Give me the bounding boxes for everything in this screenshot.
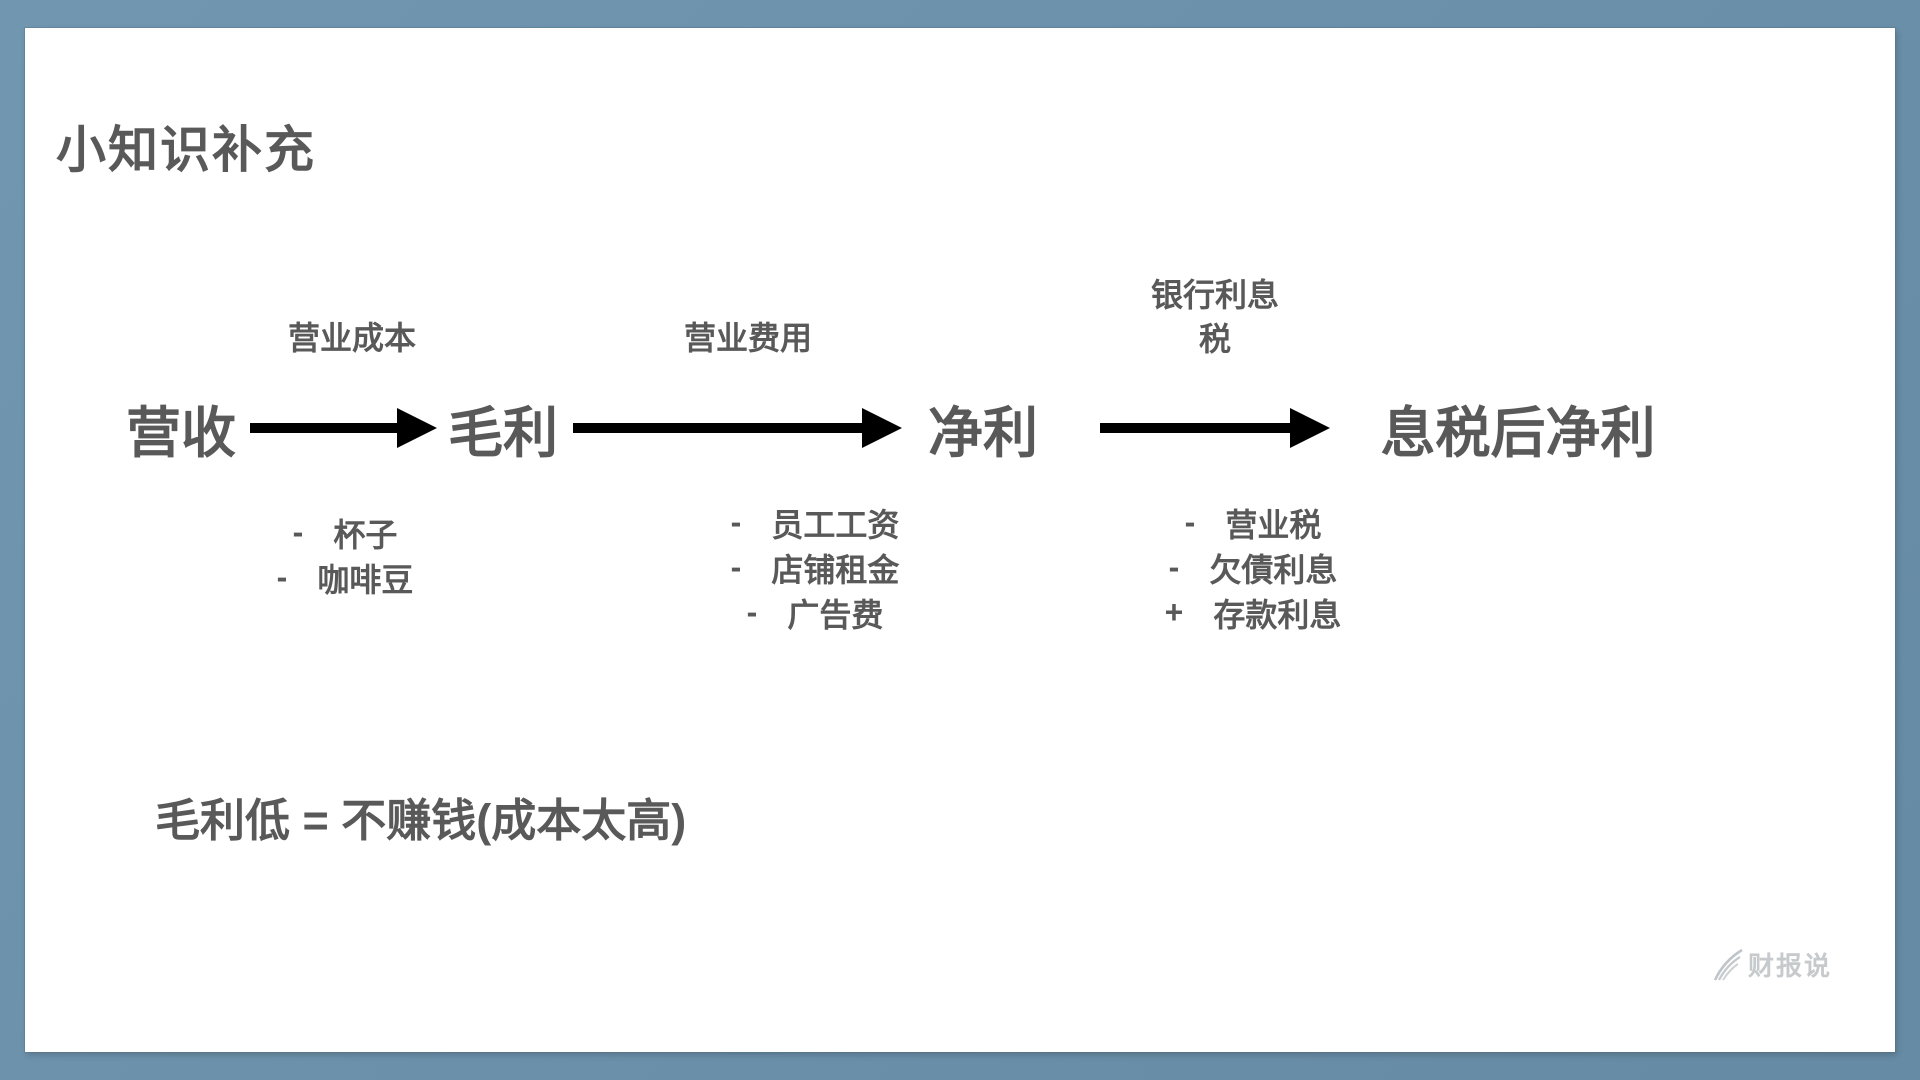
arrow-right-icon: [250, 408, 437, 448]
item-sign: +: [1164, 594, 1184, 630]
transition-label-operating-expense: 营业费用: [683, 320, 813, 356]
list-item: - 杯子: [185, 510, 505, 555]
arrow-head: [1290, 408, 1330, 448]
note-text: 毛利低 = 不赚钱(成本太高): [155, 795, 687, 846]
item-label: 咖啡豆: [317, 561, 414, 598]
arrow-shaft: [250, 423, 397, 433]
arrow-right-icon: [1100, 408, 1330, 448]
transition-label-interest-tax: 银行利息 税: [1151, 273, 1279, 361]
watermark-text: 财报说: [1747, 951, 1832, 981]
item-label: 欠債利息: [1209, 551, 1338, 588]
item-sign: -: [730, 549, 742, 585]
flow-node-net-profit: 净利: [927, 402, 1039, 464]
transition-label-line: 银行利息: [1150, 277, 1280, 313]
arrow-head: [862, 408, 902, 448]
flow-node-revenue: 营收: [125, 402, 237, 464]
item-label: 杯子: [333, 516, 398, 553]
arrow-head: [397, 408, 437, 448]
list-item: - 营业税: [1093, 500, 1413, 545]
page-title: 小知识补充: [56, 122, 316, 178]
list-item: - 咖啡豆: [185, 555, 505, 600]
item-sign: -: [1184, 504, 1196, 540]
interest-tax-item-list: - 营业税 - 欠債利息 + 存款利息: [1093, 500, 1413, 635]
slide-canvas: 小知识补充 营收 毛利 净利 息税后净利 营业成本 营业费用 银行利息 税 - …: [25, 28, 1895, 1052]
item-sign: -: [746, 594, 758, 630]
item-label: 广告费: [787, 596, 884, 633]
list-item: - 广告费: [655, 590, 975, 635]
list-item: - 店铺租金: [655, 545, 975, 590]
item-sign: -: [1168, 549, 1180, 585]
item-label: 营业税: [1225, 506, 1322, 543]
item-label: 店铺租金: [771, 551, 900, 588]
transition-label-operating-cost: 营业成本: [287, 320, 417, 356]
item-sign: -: [276, 559, 288, 595]
flow-node-after-tax-profit: 息税后净利: [1380, 402, 1656, 464]
flow-node-gross-profit: 毛利: [447, 402, 559, 464]
cost-item-list: - 杯子 - 咖啡豆: [185, 510, 505, 600]
item-label: 存款利息: [1213, 596, 1342, 633]
arrow-shaft: [1100, 423, 1290, 433]
list-item: - 欠債利息: [1093, 545, 1413, 590]
list-item: - 员工工资: [655, 500, 975, 545]
list-item: + 存款利息: [1093, 590, 1413, 635]
brand-logo-icon: [1713, 948, 1743, 981]
expense-item-list: - 员工工资 - 店铺租金 - 广告费: [655, 500, 975, 635]
arrow-shaft: [573, 423, 862, 433]
arrow-right-icon: [573, 408, 902, 448]
item-sign: -: [730, 504, 742, 540]
transition-label-line: 税: [1198, 321, 1232, 357]
watermark: 财报说: [1712, 946, 1832, 983]
item-label: 员工工资: [771, 506, 900, 543]
item-sign: -: [292, 514, 304, 550]
